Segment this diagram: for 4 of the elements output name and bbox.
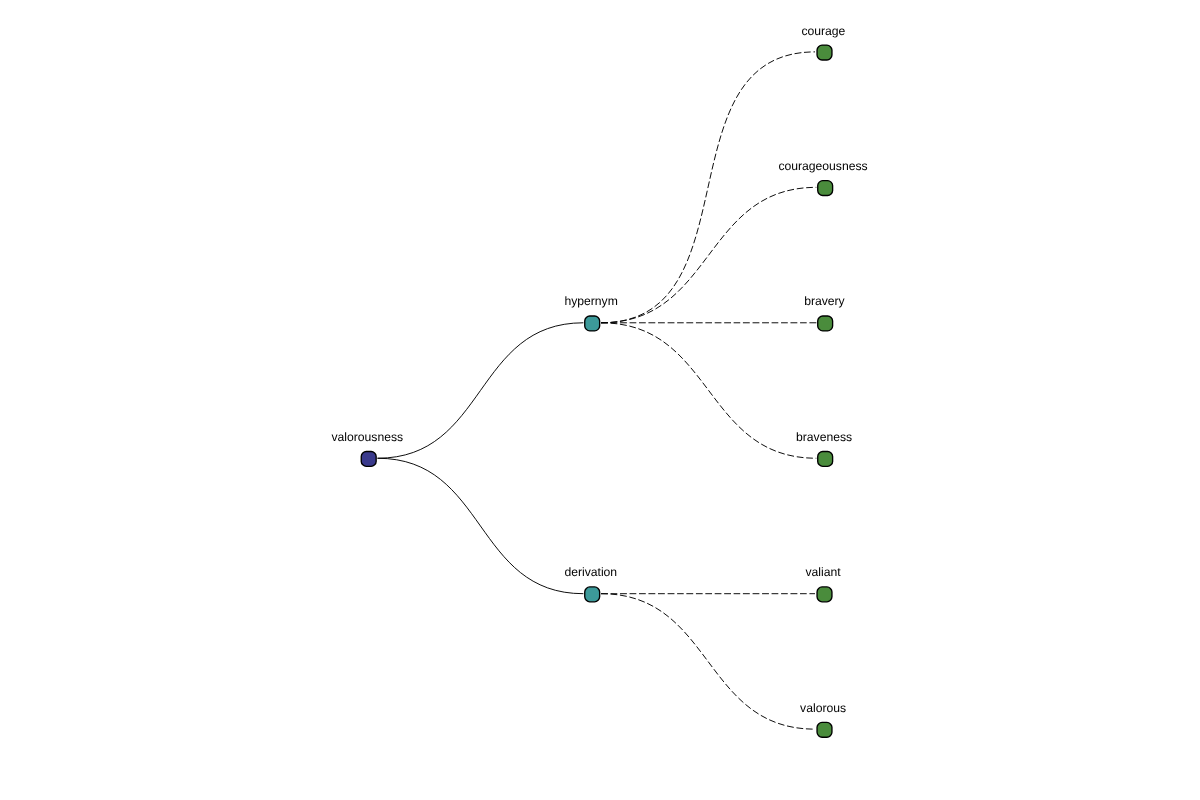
connector	[599, 322, 816, 459]
connector	[376, 322, 583, 459]
connector	[599, 593, 815, 730]
connector	[376, 457, 583, 595]
